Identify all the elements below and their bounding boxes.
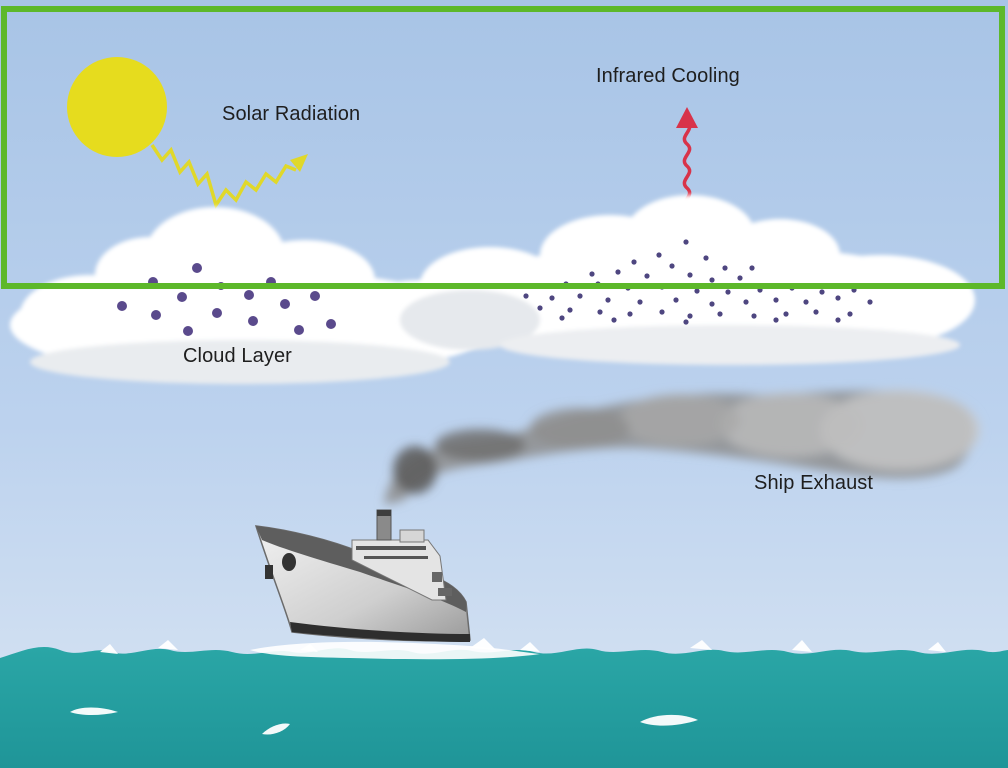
right-cloud-droplets [523, 239, 873, 325]
highlight-frame [1, 6, 1005, 289]
solar-radiation-arrow-icon [150, 144, 308, 210]
solar-radiation-label: Solar Radiation [222, 103, 361, 125]
ship-exhaust-label: Ship Exhaust [754, 472, 874, 494]
cloud-layer-label: Cloud Layer [183, 345, 292, 367]
ocean [0, 638, 1008, 768]
infrared-arrow-icon [676, 107, 698, 212]
infrared-cooling-label: Infrared Cooling [596, 65, 740, 87]
sun-icon [67, 57, 167, 157]
ship-icon [250, 509, 540, 660]
left-cloud-droplets [117, 263, 336, 336]
ship-exhaust-smoke [384, 390, 980, 505]
